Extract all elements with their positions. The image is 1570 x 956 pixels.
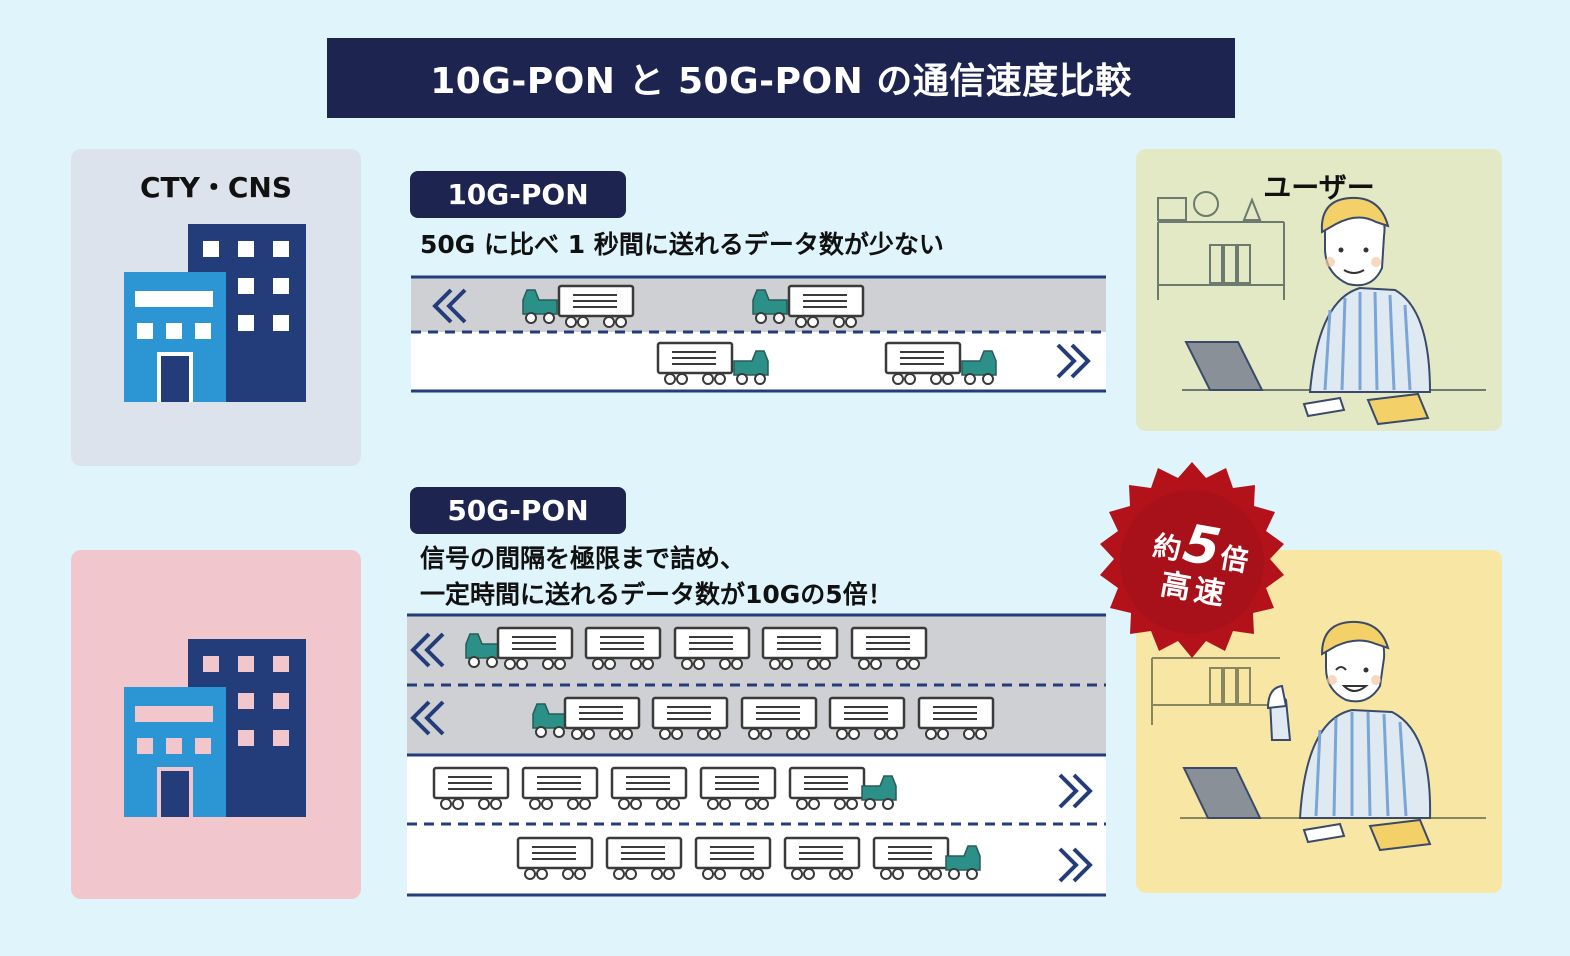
page-title: 10G-PON と 50G-PON の通信速度比較 xyxy=(327,38,1235,118)
description-10g: 50G に比べ 1 秒間に送れるデータ数が少ない xyxy=(420,230,944,259)
label-50g-pon: 50G-PON xyxy=(410,487,626,534)
badge-number: 5 xyxy=(1178,513,1225,579)
description-50g-line2: 一定時間に送れるデータ数が10Gの5倍！ xyxy=(420,580,893,609)
user-illustration xyxy=(1157,191,1486,391)
building-icon-pink xyxy=(124,639,306,817)
badge-prefix: 約 xyxy=(1150,529,1184,567)
speed-badge xyxy=(1100,462,1284,658)
person-top xyxy=(1184,196,1432,426)
company-name: CTY・CNS xyxy=(139,171,293,204)
description-50g-line1: 信号の間隔を極限まで詰め、 xyxy=(420,544,746,573)
person-bottom xyxy=(1182,620,1432,852)
label-10g-pon: 10G-PON xyxy=(410,171,626,218)
building-icon xyxy=(124,224,306,402)
badge-suffix: 倍 xyxy=(1217,540,1251,579)
